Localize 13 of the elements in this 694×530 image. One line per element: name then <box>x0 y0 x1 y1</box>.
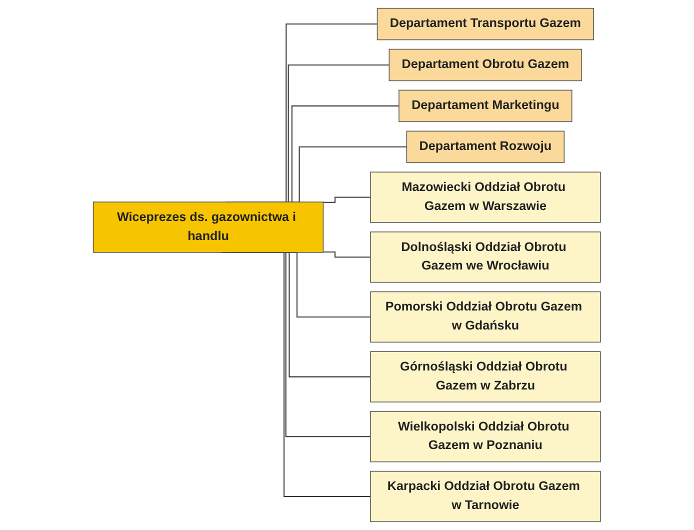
connector <box>323 196 371 203</box>
node-box: Departament Transportu Gazem <box>377 8 594 40</box>
node-box: Karpacki Oddział Obrotu Gazem w Tarnowie <box>370 470 601 522</box>
node-box: Dolnośląski Oddział Obrotu Gazem we Wrocławiu <box>370 232 601 283</box>
node-box: Pomorski Oddział Obrotu Gazem w Gdańsku <box>370 291 601 343</box>
node-box: Departament Rozwoju <box>406 130 565 164</box>
node-box: Wiceprezes ds. gazownictwa i handlu <box>93 202 324 253</box>
connector <box>323 252 371 258</box>
node-box: Mazowiecki Oddział Obrotu Gazem w Warszawie <box>370 172 601 223</box>
node-box: Wielkopolski Oddział Obrotu Gazem w Poznaniu <box>370 411 601 462</box>
node-box: Górnośląski Oddział Obrotu Gazem w Zabrzu <box>370 351 601 402</box>
node-box: Departament Marketingu <box>398 90 572 122</box>
node-box: Departament Obrotu Gazem <box>388 48 582 82</box>
